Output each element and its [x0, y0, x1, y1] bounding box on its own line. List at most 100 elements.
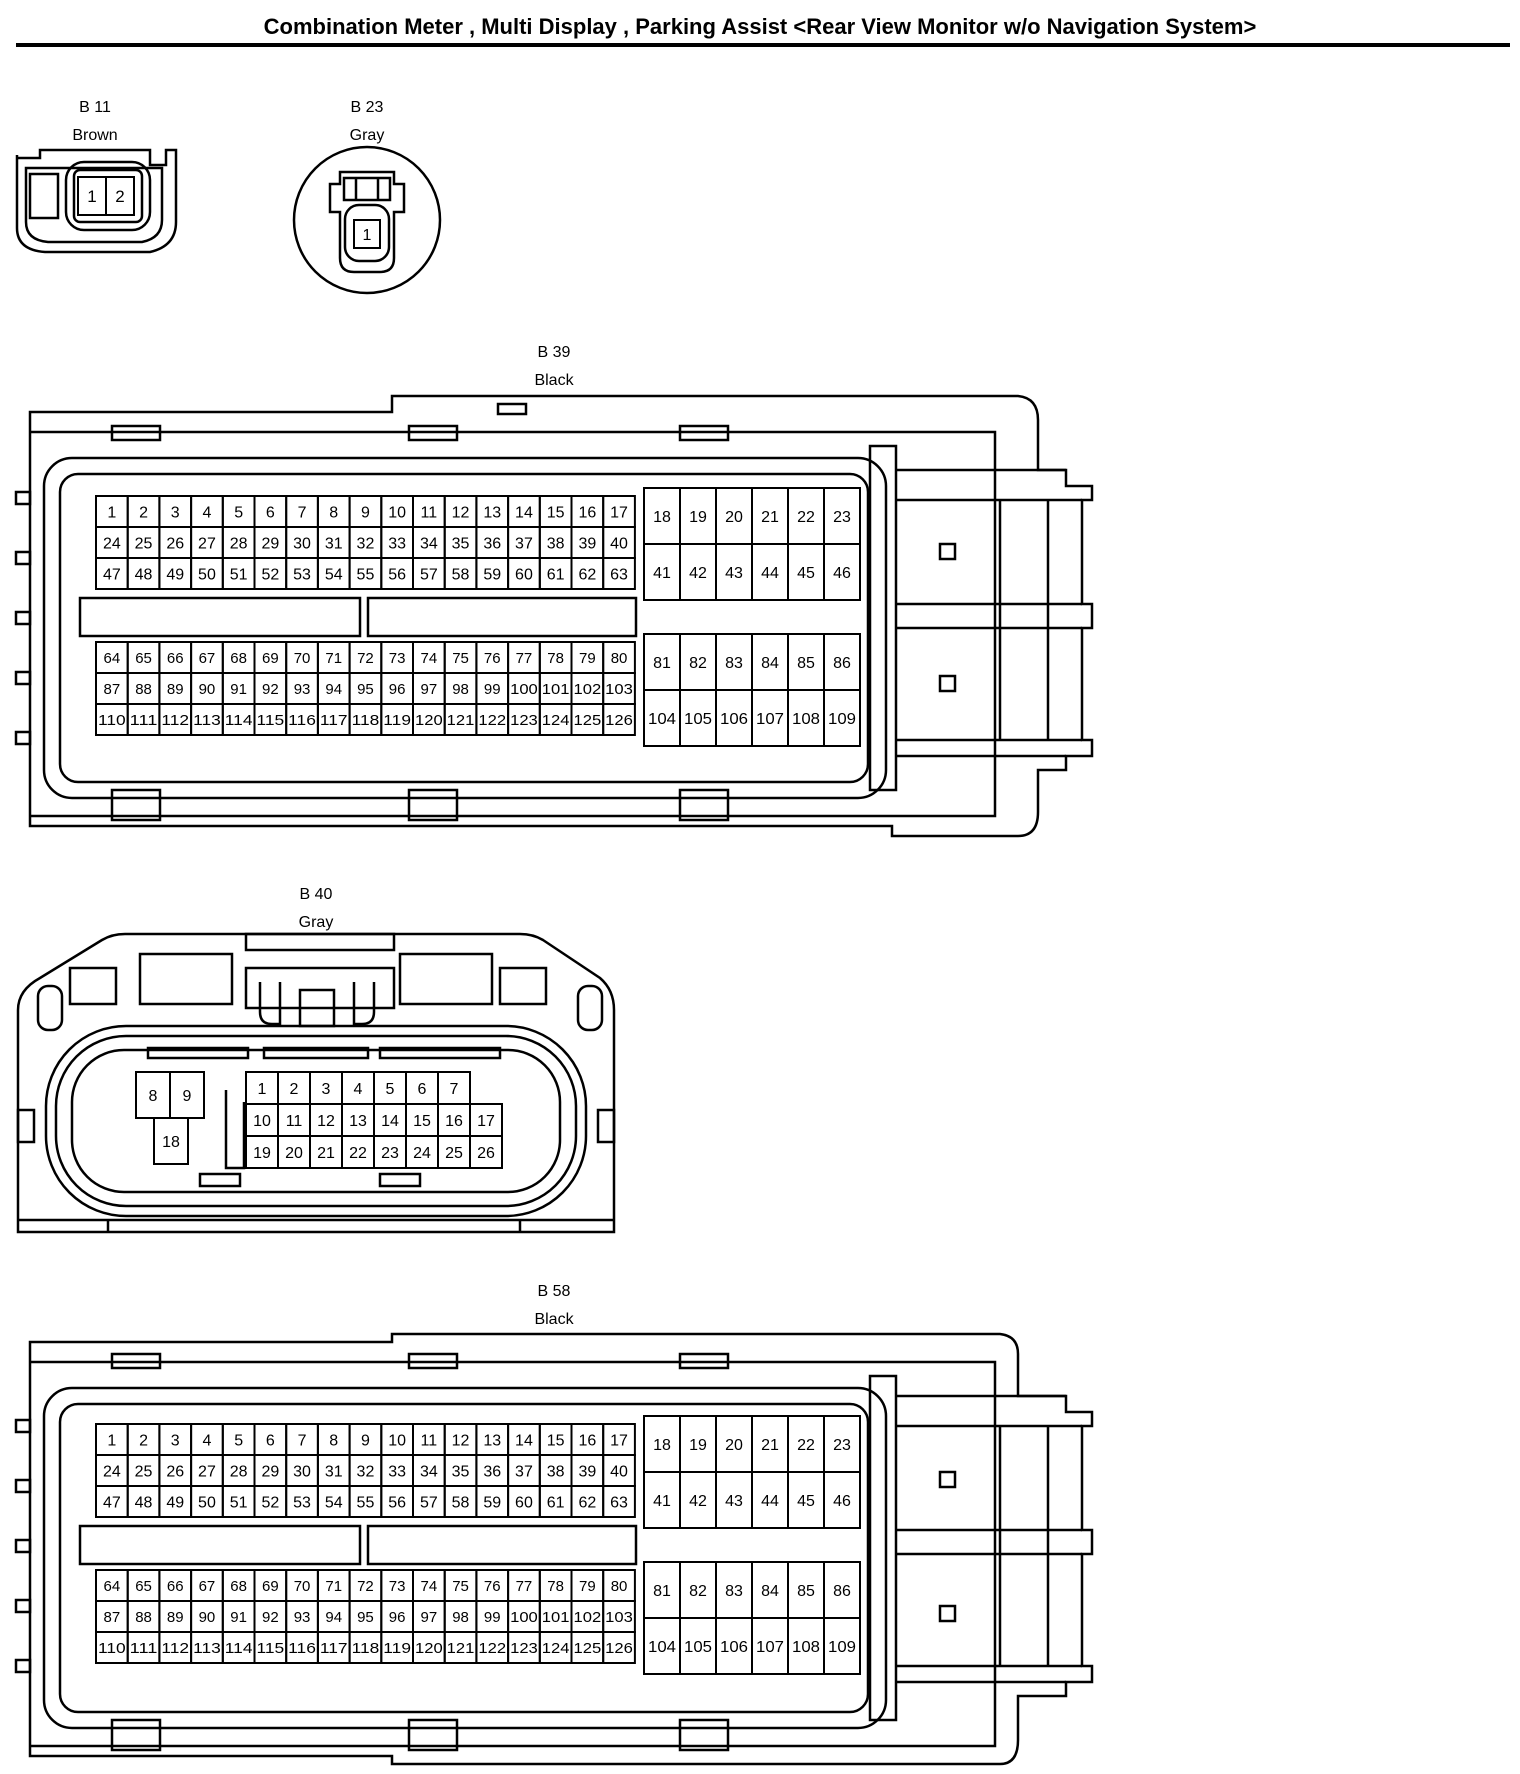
pin-number: 125 — [574, 1640, 602, 1657]
pin-number: 69 — [262, 1578, 279, 1595]
connector-color-label: Black — [534, 1311, 574, 1328]
pin-number: 75 — [452, 650, 469, 667]
pin-number: 123 — [510, 712, 538, 729]
pin-number: 24 — [103, 535, 121, 552]
pin-number: 105 — [684, 1639, 712, 1656]
pin-number: 37 — [515, 535, 533, 552]
pin-number: 38 — [547, 535, 565, 552]
pin-number: 41 — [653, 565, 671, 582]
pin-number: 25 — [445, 1145, 463, 1162]
pin-number: 11 — [421, 1432, 438, 1449]
connector-id-label: B 39 — [538, 344, 571, 361]
pin-number: 1 — [258, 1081, 267, 1098]
pin-number: 121 — [447, 712, 475, 729]
pin-number: 22 — [349, 1145, 367, 1162]
pin-number: 116 — [288, 712, 316, 729]
connector-color-label: Brown — [72, 127, 117, 144]
pin-number: 102 — [574, 681, 602, 698]
pin-number: 17 — [477, 1113, 495, 1130]
pin-number: 66 — [167, 650, 184, 667]
pin-cell — [469, 1135, 503, 1169]
pin-number: 115 — [257, 712, 285, 729]
pin-number: 20 — [725, 509, 743, 526]
pin-number: 3 — [171, 504, 180, 521]
pin-number: 64 — [104, 1578, 121, 1595]
pin-number: 36 — [483, 535, 501, 552]
pin-number: 96 — [389, 681, 406, 698]
pin-number: 40 — [610, 535, 628, 552]
pin-number: 73 — [389, 1578, 406, 1595]
pin-number: 10 — [388, 504, 406, 521]
pin-number: 15 — [547, 1432, 565, 1449]
pin-cell — [823, 1471, 861, 1529]
pin-number: 90 — [199, 681, 216, 698]
pin-number: 65 — [135, 1578, 152, 1595]
pin-number: 94 — [325, 1609, 342, 1626]
connector-id-label: B 11 — [79, 99, 111, 116]
pin-number: 80 — [611, 650, 628, 667]
pin-number: 91 — [230, 1609, 247, 1626]
pin-number: 26 — [166, 535, 184, 552]
pin-number: 103 — [605, 1609, 633, 1626]
pin-number: 45 — [797, 565, 815, 582]
pin-number: 106 — [720, 711, 748, 728]
pin-number: 123 — [510, 1640, 538, 1657]
pin-number: 116 — [288, 1640, 316, 1657]
pin-number: 3 — [322, 1081, 331, 1098]
pin-number: 15 — [413, 1113, 431, 1130]
pin-number: 80 — [611, 1578, 628, 1595]
pin-cell — [602, 703, 636, 736]
pin-number: 101 — [542, 1609, 570, 1626]
pin-number: 20 — [725, 1437, 743, 1454]
pin-number: 11 — [421, 504, 438, 521]
pin-number: 27 — [198, 1463, 216, 1480]
pin-number: 82 — [689, 655, 707, 672]
connector-b39: B 39 Black — [14, 344, 1094, 838]
pin-number: 87 — [104, 1609, 121, 1626]
pin-number: 18 — [162, 1134, 180, 1151]
pin-number: 114 — [225, 712, 253, 729]
pin-number: 74 — [421, 650, 438, 667]
pin-number: 87 — [104, 681, 121, 698]
pin-number: 16 — [445, 1113, 463, 1130]
pin-number: 11 — [286, 1113, 303, 1130]
pin-number: 51 — [230, 1494, 248, 1511]
pin-number: 78 — [547, 1578, 564, 1595]
pin-number: 29 — [261, 535, 279, 552]
pin-number: 88 — [135, 1609, 152, 1626]
pin-number: 64 — [104, 650, 121, 667]
pin-number: 100 — [510, 681, 538, 698]
pin-number: 108 — [792, 1639, 820, 1656]
pin-number: 48 — [135, 566, 153, 583]
pin-number: 40 — [610, 1463, 628, 1480]
pin-number: 107 — [756, 711, 784, 728]
pin-number: 37 — [515, 1463, 533, 1480]
pin-number: 46 — [833, 1493, 851, 1510]
pin-number: 44 — [761, 1493, 779, 1510]
pin-number: 109 — [828, 1639, 856, 1656]
pin-number: 1 — [107, 504, 116, 521]
pin-cell — [823, 689, 861, 747]
pin-number: 57 — [420, 1494, 438, 1511]
pin-number: 92 — [262, 1609, 279, 1626]
pin-number: 53 — [293, 1494, 311, 1511]
pin-number: 26 — [166, 1463, 184, 1480]
connector-b58-housing — [14, 1332, 1094, 1766]
connector-id-label: B 40 — [300, 886, 333, 903]
pin-number: 16 — [578, 504, 596, 521]
pin-cell — [602, 557, 636, 590]
pin-number: 71 — [325, 1578, 342, 1595]
pin-number: 124 — [542, 712, 570, 729]
pin-number: 4 — [354, 1081, 363, 1098]
pin-number: 118 — [352, 712, 380, 729]
pin-number: 1 — [87, 187, 96, 206]
pin-number: 110 — [98, 712, 126, 729]
pin-number: 2 — [139, 1432, 148, 1449]
pin-number: 26 — [477, 1145, 495, 1162]
pin-number: 4 — [202, 1432, 211, 1449]
pin-number: 124 — [542, 1640, 570, 1657]
pin-number: 25 — [135, 535, 153, 552]
